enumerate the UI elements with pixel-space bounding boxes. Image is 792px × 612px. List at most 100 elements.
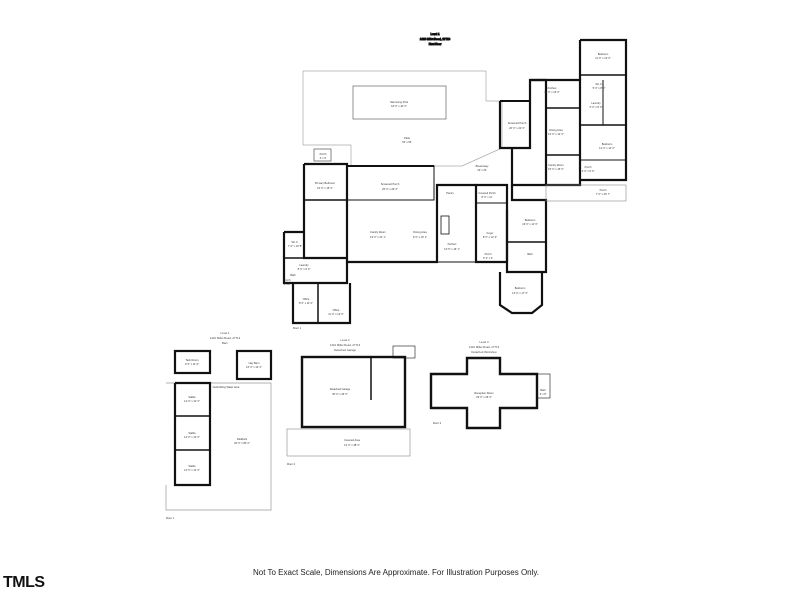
swimming-pool bbox=[352, 85, 447, 120]
bedroom-bottom-dim: 13' 0" x 17' 6" bbox=[512, 291, 528, 295]
main-house-labels: Swimming Pool 18' 0" x 40' 0" Patio 54' … bbox=[284, 52, 615, 330]
covered-area bbox=[286, 428, 411, 457]
garage-labels: Detached Garage 35' 0" x 26' 0" Covered … bbox=[287, 387, 361, 466]
office-a-label: Office bbox=[303, 297, 310, 301]
main-house-plan: Level 1 1410 Millet Road, 27713 First Fl… bbox=[282, 32, 628, 330]
laundry-right-label: Laundry bbox=[591, 101, 601, 105]
screened-porch-right-label: Screened Porch bbox=[508, 121, 527, 125]
barn-header: Level 1 1410 Millet Road, 27713 Barn bbox=[210, 331, 241, 345]
dining-area-dim: 9' 0" x 16' 1" bbox=[413, 235, 427, 239]
tmls-logo: TMLS bbox=[3, 574, 45, 591]
barn-header-line3: Barn bbox=[222, 341, 228, 345]
workshop-plan: Level 3 1410 Millet Road, 27713 Detached… bbox=[429, 340, 551, 430]
office-a-dim: 8' 0" x 11' 0" bbox=[299, 301, 313, 305]
wic-dim: 7' 0" x 10' 8" bbox=[288, 244, 302, 248]
screened-porch-left-dim: 25' 0" x 29' 6" bbox=[382, 187, 398, 191]
paddock-outline bbox=[165, 382, 272, 511]
porch-small bbox=[313, 148, 332, 162]
porch-mid-dim: 5' 0" x 6' bbox=[483, 256, 493, 260]
disclaimer-text: Not To Exact Scale, Dimensions Are Appro… bbox=[252, 568, 540, 577]
covered-area-label: Covered Area bbox=[344, 438, 360, 442]
pool-label: Swimming Pool bbox=[390, 100, 408, 104]
stable3-label: Stable bbox=[188, 464, 196, 468]
breezeway-dim: 19' x 23' bbox=[477, 168, 487, 172]
reception-label: Reception Room bbox=[474, 391, 493, 395]
wic-right-dim: 5' 0" x 8' 0" bbox=[593, 86, 606, 90]
screened-porch-left-label: Screened Porch bbox=[381, 182, 400, 186]
barn-header-line2: 1410 Millet Road, 27713 bbox=[210, 336, 241, 340]
foyer-label: Foyer bbox=[487, 231, 494, 235]
patio-label: Patio bbox=[404, 136, 410, 140]
bedroom-right-label: Bedroom bbox=[602, 142, 613, 146]
workshop-header-line2: 1410 Millet Road, 27713 bbox=[469, 345, 500, 349]
paddock-dim: 36' 0" x 80' 0" bbox=[234, 441, 250, 445]
garage-dim: 35' 0" x 26' 0" bbox=[332, 392, 348, 396]
main-house-header: Level 1 1410 Millet Road, 27713 First Fl… bbox=[419, 32, 451, 47]
reception-room-walls bbox=[429, 356, 539, 430]
workshop-header: Level 3 1410 Millet Road, 27713 Detached… bbox=[469, 340, 500, 354]
barn-labels: Tack Room 9' 0" x 11' 0" Hay Barn 16' 0"… bbox=[166, 358, 262, 520]
stable1-dim: 12' 0" x 12' 0" bbox=[184, 399, 200, 403]
porch-small-label: Porch bbox=[320, 152, 327, 156]
garage-header: Level 2 1410 Millet Road, 27713 Detached… bbox=[330, 338, 361, 352]
workshop-bath-dim: 5' x 8' bbox=[540, 392, 547, 396]
porch-right-bottom bbox=[545, 184, 627, 202]
dining-area-right-label: Dining Area bbox=[549, 128, 563, 132]
bedroom-bottom-label: Bedroom bbox=[515, 286, 526, 290]
bath-right-label: Bath bbox=[527, 252, 533, 256]
garage-label: Detached Garage bbox=[330, 387, 351, 391]
stable1-label: Stable bbox=[188, 395, 196, 399]
laundry-label: Laundry bbox=[299, 263, 309, 267]
porch-right-dim: 4' 0" x 6' 0" bbox=[582, 169, 595, 173]
workshop-floor-label: Floor 3 bbox=[433, 421, 442, 425]
breezeway-label: Breezeway bbox=[476, 164, 490, 168]
detached-garage bbox=[300, 355, 407, 429]
reception-dim: 33' 0" x 26' 0" bbox=[476, 395, 492, 399]
workshop-stairs bbox=[536, 373, 551, 399]
laundry-dim: 8' 6" x 9' 0" bbox=[298, 267, 311, 271]
hay-barn-dim: 16' 0" x 12' 0" bbox=[246, 365, 262, 369]
garage-plan: Level 2 1410 Millet Road, 27713 Detached… bbox=[286, 338, 416, 466]
kitchen-label: Kitchen bbox=[448, 242, 457, 246]
primary-bedroom-dim: 15' 0" x 15' 0" bbox=[317, 186, 333, 190]
dining-area-right-dim: 12' 0" x 14' 0" bbox=[548, 132, 564, 136]
workshop-header-line1: Level 3 bbox=[479, 340, 488, 344]
foyer-dim: 8' 0" x 12' 0" bbox=[483, 235, 497, 239]
bedroom-bottom-walls bbox=[498, 272, 544, 315]
tack-room-dim: 9' 0" x 11' 0" bbox=[185, 362, 199, 366]
pantry-label: Pantry bbox=[446, 191, 454, 195]
main-house-header-line1: Level 1 bbox=[430, 32, 439, 36]
covered-porch-label: Covered Porch bbox=[478, 191, 496, 195]
barn-header-line1: Level 1 bbox=[220, 331, 229, 335]
bedroom-top-right-dim: 11' 0" x 13' 0" bbox=[595, 56, 611, 60]
covered-porch-dim: 8' 0" x 11' bbox=[482, 195, 493, 199]
main-house-header-line3: First Floor bbox=[429, 42, 442, 46]
workshop-bath-label: Bath bbox=[540, 388, 546, 392]
main-floor-label: Floor 1 bbox=[293, 326, 302, 330]
outbuilding-label: Outbuilding Water Area bbox=[213, 385, 240, 389]
porch-tiny-dim: 4' x 8' bbox=[284, 282, 291, 286]
wic-label: W.I.C. bbox=[291, 240, 298, 244]
garage-floor-label: Floor 2 bbox=[287, 462, 296, 466]
hay-barn bbox=[235, 349, 273, 381]
bath-small-label: Bath bbox=[290, 273, 296, 277]
right-wing-walls bbox=[505, 185, 548, 274]
garage-header-line2: 1410 Millet Road, 27713 bbox=[330, 343, 361, 347]
dining-area-label: Dining Area bbox=[413, 230, 427, 234]
kitchen-right-label: Kitchen bbox=[548, 86, 557, 90]
tack-room bbox=[173, 349, 212, 375]
garage-header-line3: Detached Garage bbox=[334, 348, 357, 352]
porch-right-label: Porch bbox=[585, 165, 592, 169]
workshop-header-line3: Detached Workshop bbox=[471, 350, 497, 354]
patio-dim: 54' x 66' bbox=[402, 140, 412, 144]
bedroom-mid-label: Bedroom bbox=[525, 218, 536, 222]
stable2-dim: 12' 0" x 12' 0" bbox=[184, 435, 200, 439]
family-room-dim: 19' 0" x 21' 1" bbox=[370, 235, 386, 239]
workshop-labels: Reception Room 33' 0" x 26' 0" Bath 5' x… bbox=[433, 388, 547, 425]
kitchen-right-dim: 11' 0" x 15' 0" bbox=[544, 90, 560, 94]
family-room-right-dim: 15' 0" x 15' 0" bbox=[548, 167, 564, 171]
barn-floor-label: Floor 1 bbox=[166, 516, 175, 520]
family-room-right-label: Family Room bbox=[548, 163, 563, 167]
laundry-right-dim: 6' 0" x 8' 0" bbox=[590, 105, 603, 109]
